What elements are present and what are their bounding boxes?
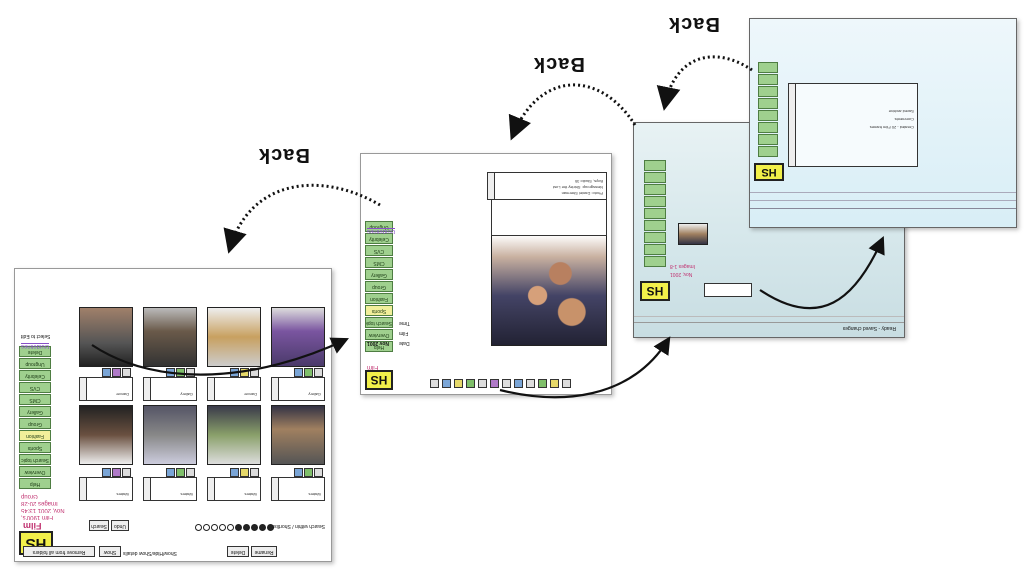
back-label: Back [533,53,585,75]
back-arrow [508,83,637,141]
forward-arrow [499,336,671,399]
back-arrow [656,55,753,111]
back-label: Back [668,13,720,35]
forward-arrow [91,337,349,376]
back-arrow [223,183,381,254]
back-label: Back [258,144,310,166]
screen-photo-detail: HS Film Help Overview Search topic Sport… [360,153,612,395]
screen-projected-2: HS Created - 20 Film frames Comments Sav… [749,18,1017,228]
screen-gallery-view: HS Film Film 1900's, Nov, 2001 13:45 Ima… [14,268,332,562]
forward-arrow [759,235,885,310]
